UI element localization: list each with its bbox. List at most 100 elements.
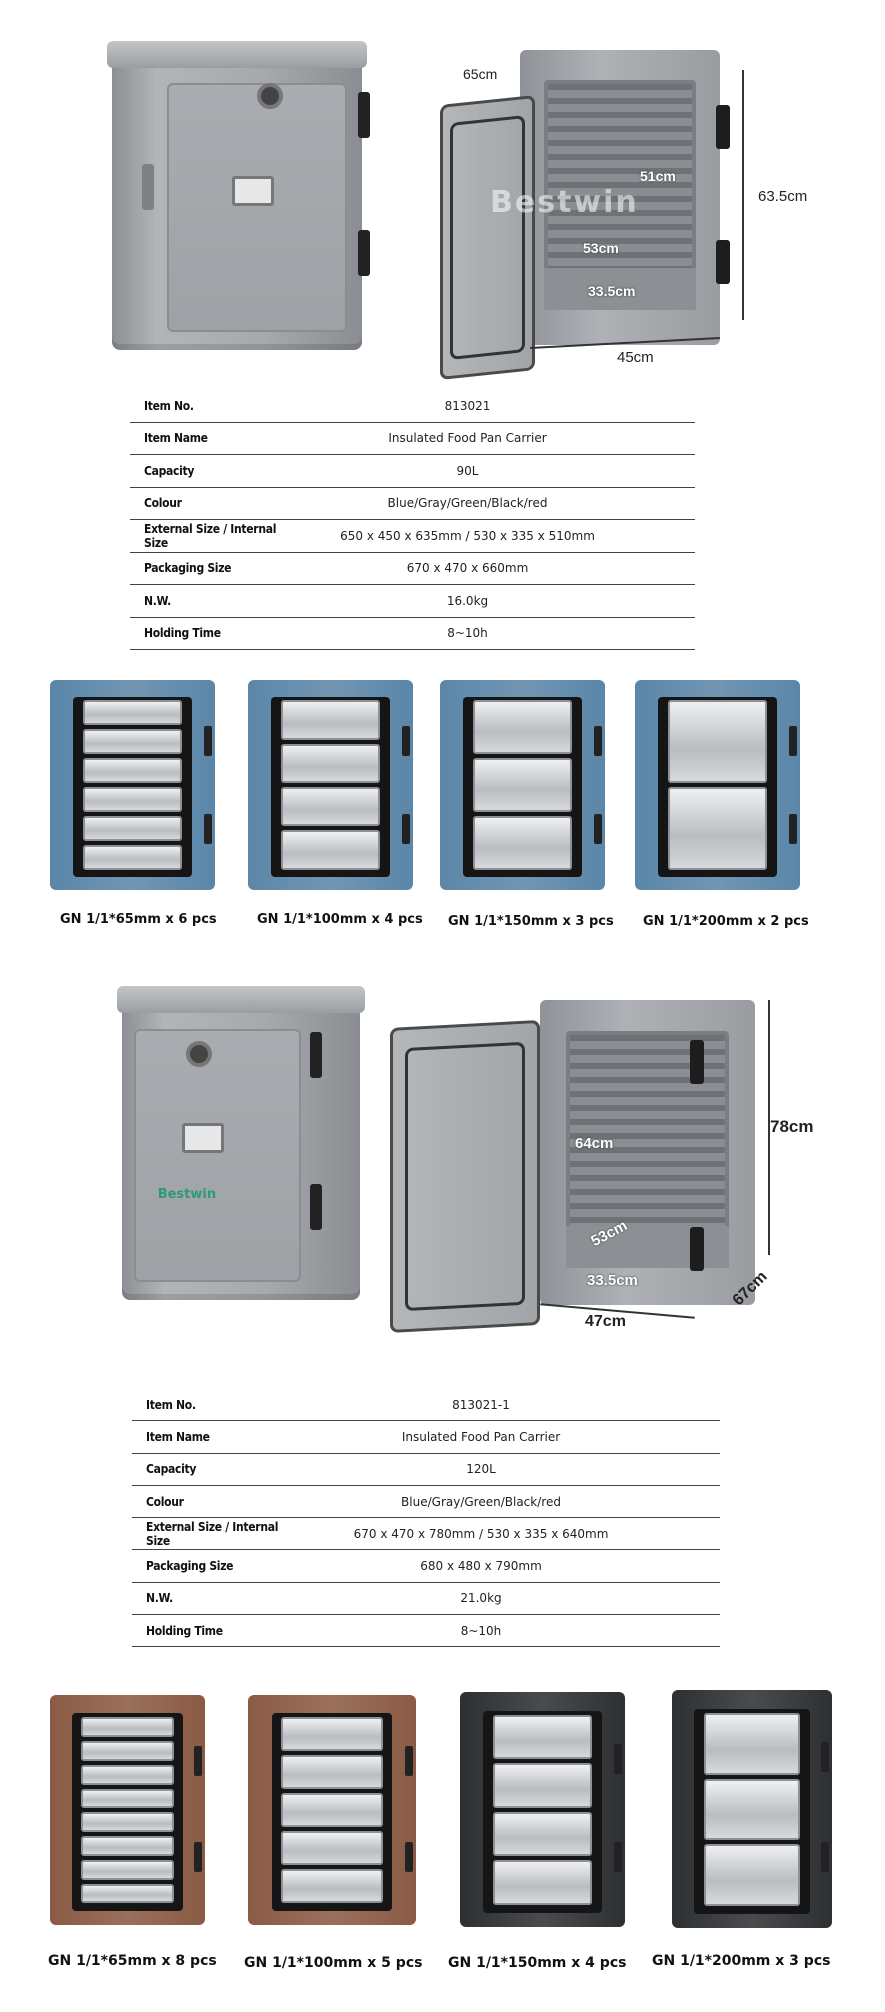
brand-logo: Bestwin bbox=[157, 1187, 217, 1203]
spec-value: 90L bbox=[456, 463, 479, 478]
carrier-cavity bbox=[694, 1709, 810, 1914]
spec-row: N.W. 16.0kg bbox=[130, 585, 695, 618]
gastronorm-pan bbox=[82, 700, 183, 726]
latch-icon bbox=[820, 1742, 829, 1773]
latch-icon bbox=[593, 814, 602, 845]
variant-caption: GN 1/1*200mm x 2 pcs bbox=[643, 914, 809, 929]
latch-icon bbox=[404, 1842, 413, 1873]
spec-value: Insulated Food Pan Carrier bbox=[401, 1429, 561, 1444]
gastronorm-pan bbox=[80, 1836, 175, 1856]
spec-value: 680 x 480 x 790mm bbox=[420, 1559, 542, 1574]
spec-row: N.W.21.0kg bbox=[132, 1583, 720, 1616]
variant-photo bbox=[50, 1695, 205, 1925]
latch-icon bbox=[401, 814, 410, 845]
latch-icon bbox=[716, 240, 730, 284]
latch-icon bbox=[716, 105, 730, 149]
carrier-cavity bbox=[463, 696, 582, 878]
spec-value: 650 x 450 x 635mm / 530 x 335 x 510mm bbox=[340, 528, 595, 543]
front-panel bbox=[167, 83, 347, 332]
gastronorm-pan bbox=[492, 1763, 593, 1808]
dim-height: 78cm bbox=[770, 1117, 814, 1136]
spec-value: Insulated Food Pan Carrier bbox=[388, 431, 547, 446]
lid bbox=[107, 41, 367, 68]
variant-photo bbox=[248, 680, 413, 890]
height-arrow bbox=[768, 1000, 770, 1255]
door-gasket bbox=[450, 115, 525, 360]
dim-width: 47cm bbox=[585, 1313, 626, 1330]
variant-photo bbox=[635, 680, 800, 890]
dim-height: 63.5cm bbox=[758, 188, 808, 205]
latch-icon bbox=[613, 1842, 622, 1873]
carrier-body bbox=[540, 1000, 755, 1305]
variant-caption: GN 1/1*200mm x 3 pcs bbox=[652, 1953, 831, 1969]
latch-icon bbox=[203, 726, 212, 757]
latch-icon bbox=[193, 1745, 202, 1776]
latch-icon bbox=[357, 92, 370, 138]
variant-photo bbox=[440, 680, 605, 890]
dim-depth: 65cm bbox=[463, 66, 498, 82]
variant-caption: GN 1/1*65mm x 8 pcs bbox=[48, 1953, 217, 1969]
door-gasket bbox=[404, 1041, 526, 1312]
gastronorm-pan bbox=[82, 815, 183, 841]
open-door bbox=[440, 95, 535, 380]
spec-value: 21.0kg bbox=[460, 1591, 502, 1606]
spec-row: Item No. 813021-1 bbox=[132, 1389, 720, 1422]
dim-inner-depth: 53cm bbox=[583, 240, 619, 256]
carrier-cavity bbox=[73, 696, 192, 878]
gastronorm-pan bbox=[82, 844, 183, 870]
latch-icon bbox=[613, 1743, 622, 1774]
carrier-body bbox=[520, 50, 720, 345]
gastronorm-pan bbox=[82, 729, 183, 755]
gastronorm-pan bbox=[492, 1714, 593, 1760]
latch-icon bbox=[401, 726, 410, 757]
hinge-icon bbox=[142, 164, 154, 210]
front-panel bbox=[133, 1028, 301, 1282]
gastronorm-pan bbox=[280, 787, 381, 827]
latch-icon bbox=[690, 1227, 704, 1271]
gastronorm-pan bbox=[703, 1778, 801, 1841]
gastronorm-pan bbox=[703, 1713, 801, 1775]
gastronorm-pan bbox=[80, 1764, 175, 1785]
gastronorm-pan bbox=[82, 758, 183, 784]
label-plate bbox=[232, 176, 274, 206]
carrier-cavity bbox=[271, 696, 390, 878]
gastronorm-pan bbox=[80, 1741, 175, 1761]
latch-icon bbox=[404, 1745, 413, 1776]
gastronorm-pan bbox=[281, 1869, 383, 1904]
gastronorm-pan bbox=[280, 700, 381, 740]
spec-label: Item No. bbox=[146, 1397, 196, 1412]
variant-photo bbox=[50, 680, 215, 890]
gastronorm-pan bbox=[281, 1717, 383, 1752]
spec-label: External Size / Internal Size bbox=[144, 521, 277, 550]
spec-label: Packaging Size bbox=[146, 1559, 234, 1574]
spec-label: Packaging Size bbox=[144, 561, 232, 576]
lid bbox=[117, 985, 365, 1014]
spec-row: Packaging Size 680 x 480 x 790mm bbox=[132, 1550, 720, 1583]
latch-icon bbox=[690, 1040, 704, 1084]
spec-label: External Size / Internal Size bbox=[146, 1519, 279, 1548]
gastronorm-pan bbox=[281, 1755, 383, 1790]
variant-caption: GN 1/1*65mm x 6 pcs bbox=[60, 912, 217, 927]
latch-icon bbox=[310, 1184, 323, 1231]
gastronorm-pan bbox=[281, 1831, 383, 1866]
gastronorm-pan bbox=[472, 815, 573, 870]
watermark: Bestwin bbox=[490, 185, 639, 220]
spec-value: 813021 bbox=[444, 398, 491, 413]
spec-value: 813021-1 bbox=[452, 1397, 510, 1412]
gastronorm-pan bbox=[80, 1883, 175, 1904]
spec-label: Holding Time bbox=[144, 626, 221, 641]
spec-value: 16.0kg bbox=[446, 593, 489, 608]
dim-inner-height: 51cm bbox=[640, 168, 676, 184]
vent-knob-icon bbox=[257, 83, 283, 109]
latch-icon bbox=[310, 1031, 323, 1078]
gastronorm-pan bbox=[492, 1811, 593, 1857]
gastronorm-pan bbox=[82, 787, 183, 812]
carrier-floor bbox=[544, 268, 696, 310]
spec-label: N.W. bbox=[144, 593, 171, 608]
open-door bbox=[390, 1020, 540, 1333]
latch-icon bbox=[593, 726, 602, 757]
